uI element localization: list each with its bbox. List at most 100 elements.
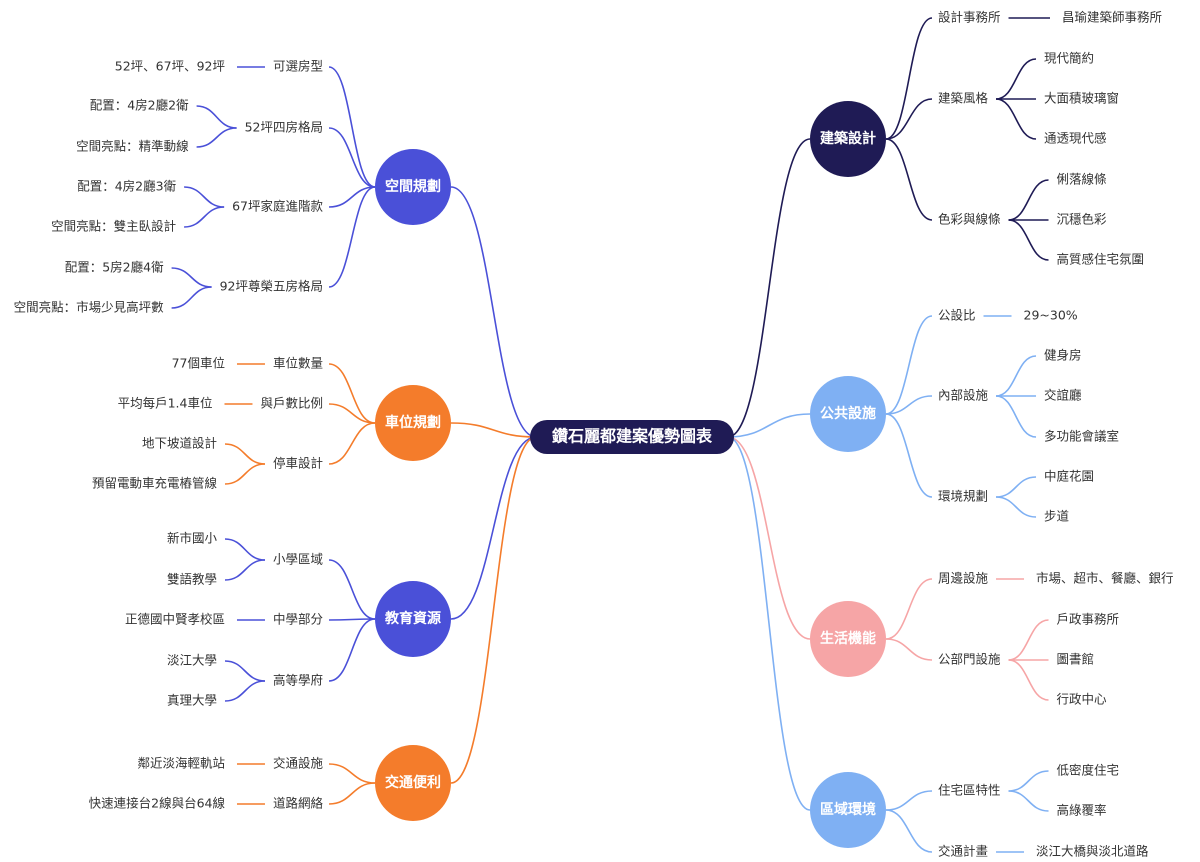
edge-space-to-l2-0 (328, 66, 376, 188)
leaf-architecture-1-1: 大面積玻璃窗 (1044, 91, 1119, 106)
sub-topic-architecture-0: 設計事務所 (938, 10, 1001, 25)
edge-l2-to-leaf-education-2-0 (224, 660, 266, 682)
leaf-public-0-0: 29~30% (1024, 308, 1078, 323)
sub-topic-space-1: 52坪四房格局 (245, 120, 323, 135)
edge-root-to-parking (450, 422, 537, 438)
edge-root-to-education (450, 436, 537, 620)
category-node-living[interactable] (810, 601, 886, 677)
category-label-region: 區域環境 (820, 801, 876, 818)
sub-topic-architecture-1: 建築風格 (938, 91, 989, 106)
edge-living-to-l2-1 (885, 638, 933, 661)
edge-parking-to-l2-0 (328, 363, 376, 424)
leaf-parking-2-1: 預留電動車充電樁管線 (92, 476, 218, 491)
root-node[interactable] (530, 420, 734, 454)
edge-l2-to-leaf-public-1-2 (995, 395, 1037, 438)
sub-topic-education-0: 小學區域 (273, 552, 323, 567)
sub-topic-architecture-2: 色彩與線條 (938, 212, 1001, 227)
leaf-architecture-1-0: 現代簡約 (1044, 51, 1094, 66)
edge-education-to-l2-0 (328, 559, 376, 620)
edge-l2-to-leaf-region-0-0 (1008, 770, 1049, 792)
leaf-education-2-1: 真理大學 (167, 693, 217, 708)
leaf-public-1-1: 交誼廳 (1044, 388, 1082, 403)
sub-topic-transport-1: 道路網絡 (273, 796, 324, 811)
sub-topic-space-0: 可選房型 (273, 59, 323, 74)
edge-l2-to-leaf-architecture-2-2 (1008, 219, 1049, 261)
sub-topic-living-1: 公部門設施 (938, 652, 1001, 667)
sub-topic-parking-2: 停車設計 (273, 456, 323, 471)
connector-layer (171, 17, 1050, 853)
leaf-architecture-2-1: 沉穩色彩 (1057, 212, 1108, 227)
edge-l2-to-leaf-space-2-1 (184, 206, 225, 228)
sub-topic-education-1: 中學部分 (273, 612, 323, 627)
root-label: 鑽石麗都建案優勢圖表 (552, 427, 713, 446)
leaf-region-0-0: 低密度住宅 (1057, 763, 1120, 778)
sub-topic-transport-0: 交通設施 (273, 756, 324, 771)
leaf-education-2-0: 淡江大學 (167, 653, 217, 668)
edge-living-to-l2-0 (885, 578, 933, 640)
category-label-architecture: 建築設計 (820, 130, 876, 147)
leaf-region-0-1: 高綠覆率 (1057, 803, 1107, 818)
sub-topic-education-2: 高等學府 (273, 673, 323, 688)
leaf-architecture-0-0: 昌瑜建築師事務所 (1062, 10, 1162, 25)
leaf-region-1-0: 淡江大橋與淡北道路 (1036, 844, 1149, 859)
leaf-parking-1-0: 平均每戶1.4車位 (118, 396, 213, 411)
leaf-public-1-0: 健身房 (1044, 348, 1082, 363)
edge-space-to-l2-1 (328, 127, 376, 188)
sub-topic-parking-1: 與戶數比例 (260, 396, 323, 411)
leaf-space-3-1: 空間亮點：市場少見高坪數 (14, 300, 165, 315)
edge-l2-to-leaf-public-1-0 (995, 355, 1037, 397)
edge-l2-to-leaf-region-0-1 (1008, 790, 1049, 812)
edge-region-to-l2-0 (885, 790, 933, 811)
edge-architecture-to-l2-2 (885, 138, 933, 221)
edge-l2-to-leaf-parking-2-1 (224, 463, 266, 485)
leaf-architecture-1-2: 通透現代感 (1044, 131, 1107, 146)
category-node-space[interactable] (375, 149, 451, 225)
category-node-architecture[interactable] (810, 101, 886, 177)
edge-root-to-architecture (727, 138, 811, 438)
leaf-education-0-0: 新市國小 (167, 531, 218, 546)
leaf-living-1-0: 戶政事務所 (1057, 612, 1120, 627)
edge-space-to-l2-3 (328, 186, 376, 288)
edge-root-to-transport (450, 436, 537, 784)
sub-topic-public-0: 公設比 (938, 308, 976, 323)
edge-root-to-region (727, 436, 811, 811)
sub-topic-region-1: 交通計畫 (938, 844, 988, 859)
edge-l2-to-leaf-living-1-2 (1008, 659, 1049, 701)
category-label-living: 生活機能 (820, 630, 876, 647)
edge-l2-to-leaf-living-1-0 (1008, 619, 1049, 661)
category-node-region[interactable] (810, 772, 886, 848)
leaf-space-2-1: 空間亮點：雙主臥設計 (51, 219, 176, 234)
edge-architecture-to-l2-0 (885, 17, 933, 140)
leaf-education-0-1: 雙語教學 (167, 572, 217, 587)
category-label-transport: 交通便利 (385, 774, 441, 791)
edge-education-to-l2-1 (328, 618, 376, 621)
leaf-living-0-0: 市場、超市、餐廳、銀行 (1036, 571, 1174, 586)
category-node-transport[interactable] (375, 745, 451, 821)
category-node-parking[interactable] (375, 385, 451, 461)
category-node-public[interactable] (810, 376, 886, 452)
edge-architecture-to-l2-1 (885, 98, 933, 140)
leaf-space-1-0: 配置：4房2廳2衛 (90, 98, 189, 113)
node-layer: 設計事務所昌瑜建築師事務所建築風格現代簡約大面積玻璃窗通透現代感色彩與線條俐落線… (14, 10, 1174, 859)
edge-space-to-l2-2 (328, 186, 376, 208)
edge-l2-to-leaf-space-3-0 (171, 267, 212, 288)
edge-l2-to-leaf-education-0-1 (224, 559, 266, 581)
leaf-living-1-2: 行政中心 (1057, 692, 1108, 707)
edge-l2-to-leaf-education-2-1 (224, 680, 266, 702)
edge-l2-to-leaf-space-1-0 (196, 105, 237, 129)
edge-l2-to-leaf-public-2-1 (995, 496, 1037, 518)
edge-l2-to-leaf-architecture-1-2 (995, 98, 1037, 140)
category-node-education[interactable] (375, 581, 451, 657)
leaf-space-3-0: 配置：5房2廳4衛 (65, 260, 164, 275)
edge-public-to-l2-2 (885, 413, 933, 498)
leaf-public-2-0: 中庭花園 (1044, 469, 1094, 484)
leaf-parking-0-0: 77個車位 (172, 356, 225, 371)
edge-l2-to-leaf-space-2-0 (184, 186, 225, 208)
sub-topic-parking-0: 車位數量 (273, 356, 323, 371)
category-label-public: 公共設施 (820, 405, 876, 422)
category-label-space: 空間規劃 (385, 178, 441, 195)
edge-l2-to-leaf-parking-2-0 (224, 443, 266, 465)
leaf-public-1-2: 多功能會議室 (1044, 429, 1119, 444)
